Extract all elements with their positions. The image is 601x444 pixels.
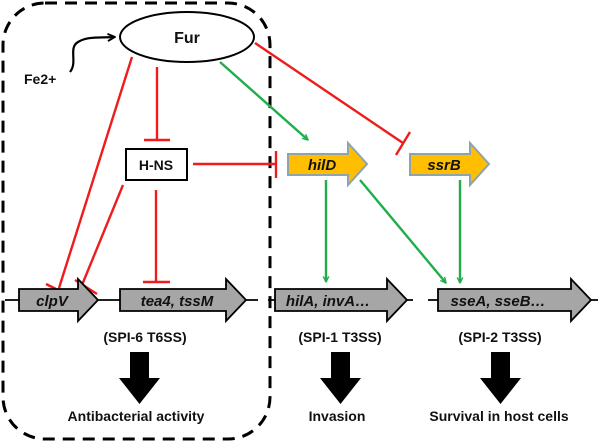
clpv-gene-arrow: [18, 276, 100, 324]
repression-edges: [45, 42, 412, 296]
tea4-tssm-gene-arrow: [119, 276, 248, 324]
tea4-tssm-label: tea4, tssM: [141, 293, 214, 310]
hild-gene-arrow: [287, 140, 369, 188]
fur-label: Fur: [174, 30, 200, 47]
spi6-outcome-arrow: [119, 352, 160, 404]
fur-node: [119, 11, 255, 63]
spi6-dashed-boundary: [1, 1, 272, 441]
spi2-outcome-arrow: [480, 352, 521, 404]
antibacterial-activity-label: Antibacterial activity: [68, 408, 205, 424]
hns-label: H-NS: [139, 157, 173, 173]
hila-inva-label: hilA, invA…: [286, 293, 370, 310]
spi1-group-label: (SPI-1 T3SS): [298, 329, 381, 345]
edge-hild-ssea: [359, 179, 446, 283]
fe2-label: Fe2+: [24, 71, 56, 87]
hila-inva-gene-arrow: [274, 276, 409, 324]
fe2-activation-arrow: [69, 37, 114, 73]
ssrb-gene-arrow: [409, 140, 491, 188]
invasion-label: Invasion: [309, 408, 366, 424]
ssea-sseb-gene-arrow: [437, 276, 593, 324]
ssrb-label: ssrB: [427, 157, 461, 174]
ssea-sseb-label: sseA, sseB…: [450, 293, 545, 310]
hns-node: [125, 148, 188, 181]
edge-fur-hild: [219, 61, 308, 140]
spi6-group-label: (SPI-6 T6SS): [103, 329, 186, 345]
hild-label: hilD: [308, 157, 336, 174]
edge-fur-clpv: [57, 56, 134, 289]
activation-edges: [219, 61, 460, 283]
survival-in-host-cells-label: Survival in host cells: [429, 408, 568, 424]
edge-fur-ssrb-bar: [394, 131, 412, 156]
clpv-label: clpV: [36, 293, 70, 310]
spi2-group-label: (SPI-2 T3SS): [458, 329, 541, 345]
edge-hns-clpv: [80, 184, 125, 286]
spi1-outcome-arrow: [320, 352, 361, 404]
edge-fur-ssrb: [254, 42, 404, 144]
